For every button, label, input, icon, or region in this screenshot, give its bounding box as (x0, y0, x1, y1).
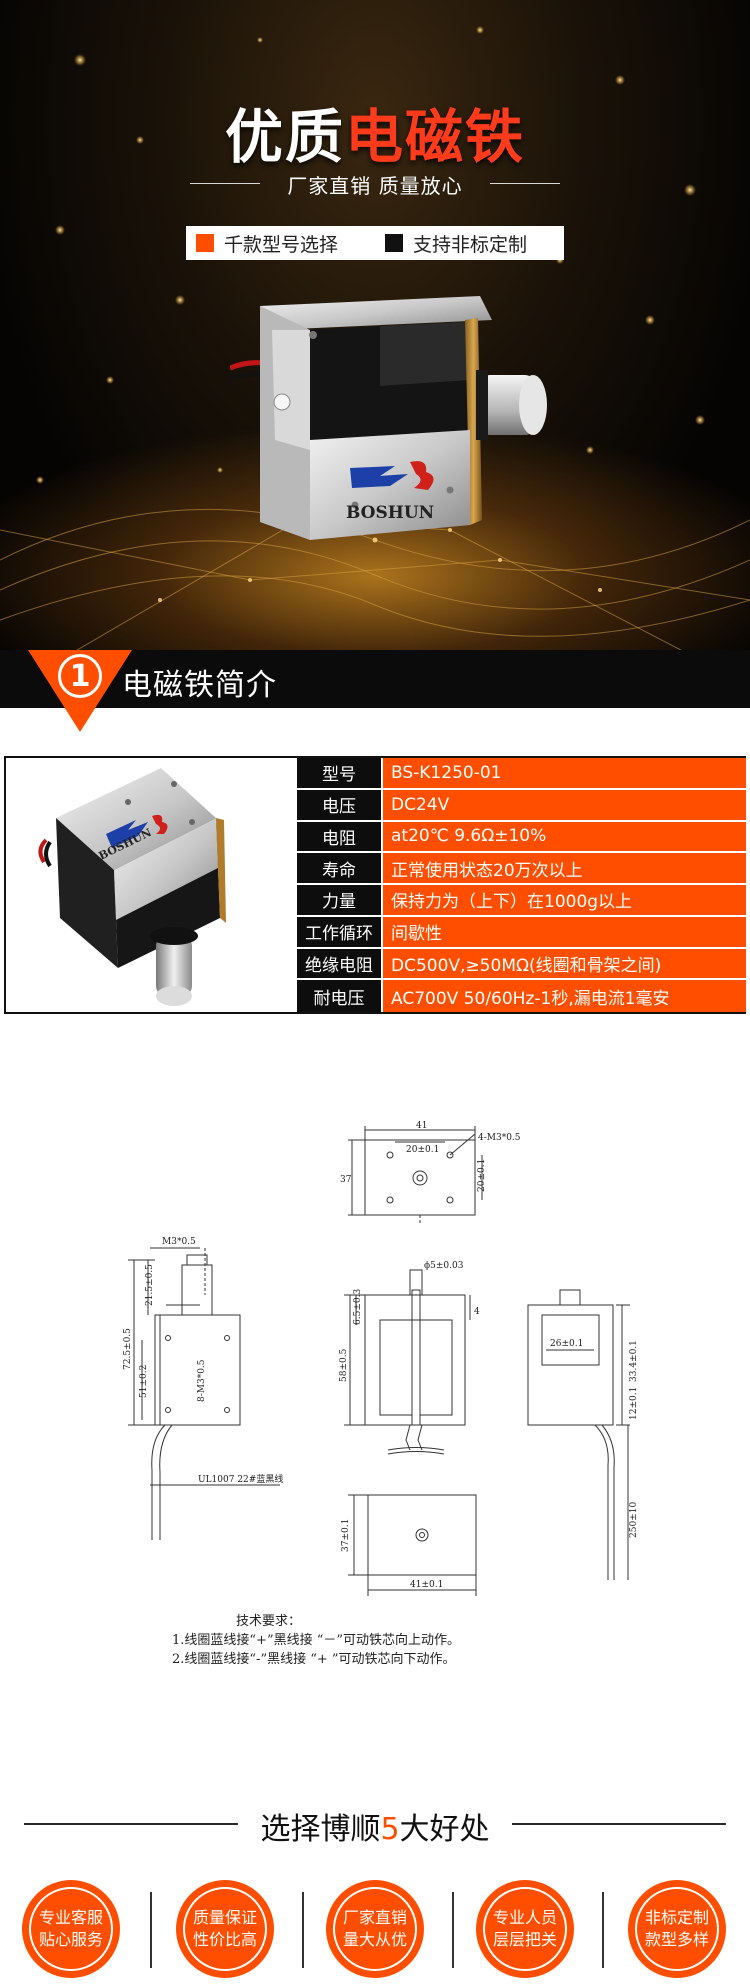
dim-shaft-diameter: ϕ5±0.03 (424, 1261, 464, 1271)
subtitle-line-right (490, 183, 560, 184)
dim-mid-4: 4 (474, 1307, 480, 1317)
advantages-row: 专业客服贴心服务 质量保证性价比高 厂家直销量大从优 专业人员层层把关 非标定制… (0, 1880, 750, 1980)
advantage-line-1: 质量保证 (192, 1908, 257, 1927)
dim-right-h1: 33.4±0.1 (629, 1340, 639, 1382)
dim-left-h4: 8-M3*0.5 (197, 1359, 207, 1402)
advantage-line-2: 量大从优 (342, 1930, 407, 1949)
solenoid-thumbnail-image: BOSHUN (6, 758, 295, 1012)
dim-top-inner-height: 20±0.1 (477, 1159, 487, 1192)
dim-mid-h1: 6.5±0.3 (353, 1289, 363, 1325)
spec-key: 电压 (297, 789, 383, 820)
spec-section: BOSHUN 型号 BS-K1250-01 电压 DC24V 电阻 at20℃ … (4, 756, 746, 1014)
intro-title: 电磁铁简介 (122, 668, 277, 703)
spec-value: DC500V,≥50MΩ(线圈和骨架之间) (383, 948, 746, 979)
hero-subtitle: 厂家直销 质量放心 (287, 174, 463, 198)
dim-right-h2: 12±0.1 (629, 1387, 639, 1420)
advantage-separator (602, 1892, 604, 1968)
orange-square-icon (196, 234, 214, 252)
table-row: 力量 保持力为（上下）在1000g以上 (297, 885, 746, 917)
technical-drawing: 41 20±0.1 4-M3*0.5 37 20±0.1 M3*0.5 ϕ5±0… (123, 1121, 639, 1596)
dim-left-h3: 51±0.2 (139, 1365, 149, 1398)
black-square-icon (385, 234, 403, 252)
dim-left-h1: 21.5±0.5 (145, 1264, 155, 1306)
tag-custom: 支持非标定制 (375, 230, 564, 257)
dim-top-width: 41 (416, 1121, 427, 1131)
tech-requirements: 技术要求： 1.线圈蓝线接“+”黑线接 “－”可动铁芯向上动作。 2.线圈蓝线接… (172, 1612, 460, 1669)
spec-value: AC700V 50/60Hz-1秒,漏电流1毫安 (383, 980, 746, 1012)
advantage-badge: 厂家直销量大从优 (326, 1880, 424, 1978)
spec-key: 耐电压 (297, 980, 383, 1012)
advantage-badge: 质量保证性价比高 (176, 1880, 274, 1978)
solenoid-product-image: BOSHUN (230, 296, 547, 540)
advantage-separator (302, 1892, 304, 1968)
dim-wire-spec: UL1007 22#蓝黑线 (198, 1473, 283, 1485)
adv-title-a: 选择博顺 (260, 1812, 381, 1847)
dim-right-width: 26±0.1 (550, 1339, 583, 1349)
brand-text: BOSHUN (346, 503, 434, 523)
spec-value: DC24V (383, 789, 746, 820)
dim-top-holes: 4-M3*0.5 (478, 1133, 521, 1143)
advantage-line-2: 款型多样 (644, 1930, 709, 1949)
table-row: 电阻 at20℃ 9.6Ω±10% (297, 821, 746, 854)
advantage-badge: 非标定制款型多样 (628, 1880, 726, 1978)
dim-bottom-width: 41±0.1 (410, 1580, 443, 1590)
advantage-badge: 专业人员层层把关 (476, 1880, 574, 1978)
adv-title-line-right (512, 1823, 726, 1825)
table-row: 型号 BS-K1250-01 (297, 758, 746, 790)
spec-table: 型号 BS-K1250-01 电压 DC24V 电阻 at20℃ 9.6Ω±10… (297, 758, 746, 1012)
advantage-line-1: 非标定制 (644, 1908, 709, 1927)
hero-title-white: 优质 (224, 103, 345, 171)
hero-title: 优质电磁铁 (0, 90, 750, 174)
advantage-line-2: 性价比高 (192, 1930, 257, 1949)
advantage-line-1: 专业客服 (38, 1908, 103, 1927)
adv-title-number: 5 (380, 1812, 400, 1847)
spec-value: 正常使用状态20万次以上 (383, 853, 746, 883)
dim-mid-h2: 58±0.5 (339, 1348, 349, 1382)
spec-key: 寿命 (297, 853, 383, 883)
hero-title-red: 电磁铁 (345, 103, 526, 171)
advantages-title: 选择博顺5大好处 (0, 1804, 750, 1848)
table-row: 工作循环 间歇性 (297, 916, 746, 949)
dim-top-inner: 20±0.1 (406, 1145, 439, 1155)
tech-line-2: 2.线圈蓝线接“-”黑线接 “+ ”可动铁芯向下动作。 (172, 1652, 456, 1667)
dim-bottom-height: 37±0.1 (341, 1519, 351, 1552)
tag-models: 千款型号选择 (186, 230, 375, 257)
advantage-badge: 专业客服贴心服务 (22, 1880, 120, 1978)
dim-right-h3: 250±10 (629, 1502, 639, 1538)
intro-number-badge: 1 (58, 654, 102, 698)
advantage-line-1: 厂家直销 (342, 1908, 407, 1927)
spec-key: 工作循环 (297, 916, 383, 947)
advantage-separator (150, 1892, 152, 1968)
table-row: 寿命 正常使用状态20万次以上 (297, 853, 746, 885)
advantage-line-2: 贴心服务 (38, 1930, 103, 1949)
hero-tags: 千款型号选择 支持非标定制 (186, 226, 564, 260)
tech-line-1: 1.线圈蓝线接“+”黑线接 “－”可动铁芯向上动作。 (172, 1633, 461, 1648)
spec-key: 型号 (297, 758, 383, 788)
table-row: 耐电压 AC700V 50/60Hz-1秒,漏电流1毫安 (297, 980, 746, 1012)
spec-value: 间歇性 (383, 916, 746, 947)
advantage-line-2: 层层把关 (492, 1930, 557, 1949)
advantage-line-1: 专业人员 (492, 1908, 557, 1927)
hero-sparkle-background (0, 26, 750, 660)
advantage-separator (452, 1892, 454, 1968)
table-row: 绝缘电阻 DC500V,≥50MΩ(线圈和骨架之间) (297, 948, 746, 981)
dim-m3-thread: M3*0.5 (162, 1237, 196, 1247)
dim-top-height: 37 (340, 1175, 352, 1185)
adv-title-b: 大好处 (399, 1812, 490, 1847)
tech-title: 技术要求： (236, 1614, 302, 1629)
spec-key: 力量 (297, 885, 383, 915)
spec-value: at20℃ 9.6Ω±10% (383, 821, 746, 852)
hero-banner: 优质电磁铁 厂家直销 质量放心 千款型号选择 支持非标定制 (0, 0, 750, 660)
subtitle-line-left (190, 183, 260, 184)
spec-key: 绝缘电阻 (297, 948, 383, 979)
table-row: 电压 DC24V (297, 789, 746, 822)
spec-value: 保持力为（上下）在1000g以上 (383, 885, 746, 915)
spec-value: BS-K1250-01 (383, 758, 746, 788)
adv-title-line-left (24, 1823, 238, 1825)
tag-models-label: 千款型号选择 (224, 233, 339, 256)
tag-custom-label: 支持非标定制 (413, 233, 528, 256)
dim-left-h2: 72.5±0.5 (123, 1328, 133, 1370)
spec-key: 电阻 (297, 821, 383, 852)
